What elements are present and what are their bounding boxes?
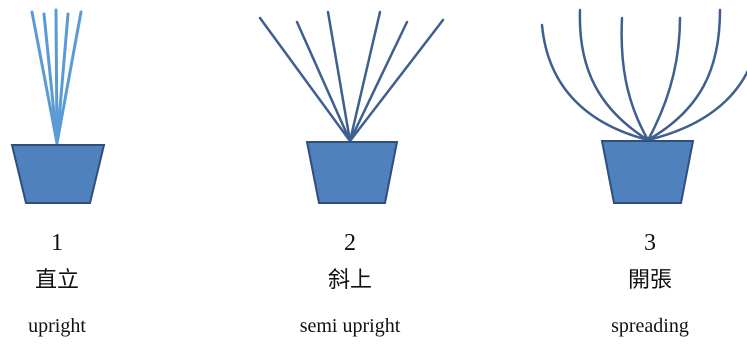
stem-4: [646, 16, 682, 142]
plant-label-japanese: 開張: [627, 268, 672, 293]
plant-label-english: upright: [28, 315, 86, 337]
pot-icon: [600, 140, 695, 204]
pot-icon: [10, 144, 106, 204]
plant-number: 1: [51, 230, 63, 256]
stem-1: [540, 23, 650, 142]
stem-4: [348, 10, 382, 143]
stem-6: [348, 18, 445, 143]
stem-5: [55, 10, 83, 145]
plant-label-japanese: 直立: [34, 268, 79, 293]
plant-spreading: 3 開張 spreading: [530, 0, 747, 344]
pot-icon: [305, 141, 399, 204]
stem-3: [54, 8, 59, 145]
plant-label-english: spreading: [611, 315, 689, 337]
stem-4: [55, 12, 70, 145]
stem-6: [646, 69, 747, 142]
upright-plant-icon: [10, 8, 106, 204]
plant-label-english: semi upright: [299, 315, 401, 337]
semi-upright-plant-icon: [258, 10, 445, 204]
plant-number: 2: [344, 230, 356, 256]
plant-number: 3: [644, 230, 656, 256]
stem-1: [258, 16, 352, 143]
stem-3: [620, 16, 650, 142]
stem-1: [30, 10, 59, 145]
plant-upright: 1 直立 upright: [0, 0, 177, 344]
stem-2: [578, 8, 650, 142]
stem-5: [646, 8, 722, 142]
stem-3: [326, 10, 352, 143]
stem-2: [295, 20, 352, 143]
plant-label-japanese: 斜上: [327, 268, 372, 293]
plant-semi-upright: 2 斜上 semi upright: [230, 0, 470, 344]
spreading-plant-icon: [540, 8, 747, 204]
stem-5: [348, 20, 409, 143]
stem-2: [42, 12, 59, 145]
